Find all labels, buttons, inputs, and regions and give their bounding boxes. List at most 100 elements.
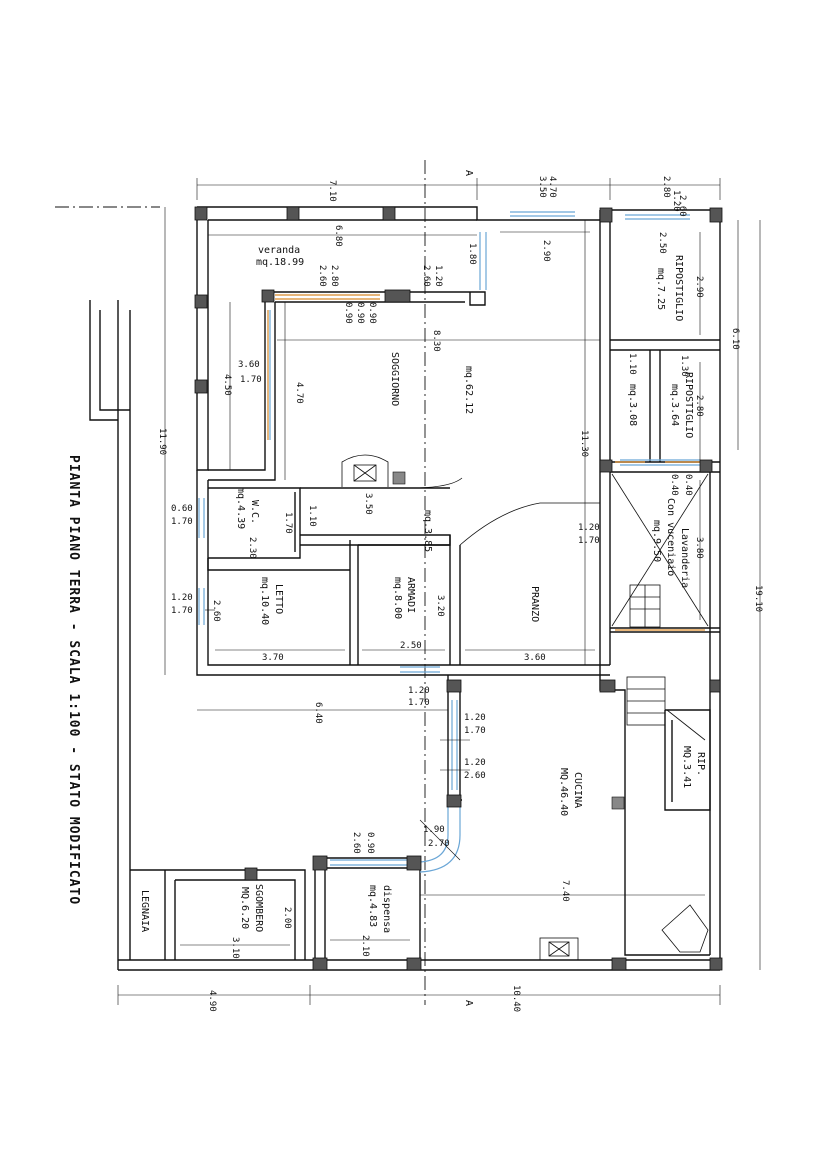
dimension-label: 2.60	[677, 195, 687, 217]
dimension-label: 2.80	[329, 265, 339, 287]
dimension-label: 2.60	[211, 600, 221, 622]
dimension-label: 1.10	[307, 505, 317, 527]
dimension-label: 2.00	[282, 907, 292, 929]
room-area-letto: mq.10.40	[259, 577, 270, 625]
dimension-label: 0.40	[669, 474, 679, 496]
dimension-label: 1.10	[627, 353, 637, 375]
dimension-label: 2.50	[657, 232, 667, 254]
room-area-cucina: MQ.46.40	[558, 768, 569, 816]
section-marker-top: A	[463, 170, 474, 176]
dimension-label: 4.90	[207, 990, 217, 1012]
dimension-label: 1.20	[408, 686, 430, 696]
room-area-rip: MQ.3.41	[681, 746, 692, 788]
dimension-label: 2.90	[541, 240, 551, 262]
room-labels: veranda mq.18.99 SOGGIORNO mq.62.12 RIPO…	[139, 245, 706, 933]
dimension-label: 2.60	[464, 771, 486, 781]
dimension-label: 19.10	[753, 585, 763, 612]
dimension-lines	[117, 178, 761, 1005]
dimension-label: 1.70	[408, 698, 430, 708]
dimension-label: 3.10	[230, 937, 240, 959]
dimension-label: 1.70	[171, 517, 193, 527]
dimension-label: 0.90	[367, 302, 377, 324]
dimension-label: 11.30	[579, 430, 589, 457]
dimension-label: 4.70	[294, 382, 304, 404]
dimension-label: 3.60	[524, 653, 546, 663]
dimension-label: 0.90	[365, 832, 375, 854]
room-name-soggiorno: SOGGIORNO	[389, 352, 400, 406]
dimension-label: 7.10	[327, 180, 337, 202]
dimension-label: 2.60	[317, 265, 327, 287]
dimension-label: 4.50	[222, 374, 232, 396]
dimension-label: 3.80	[694, 537, 704, 559]
room-name-dispensa: dispensa	[381, 885, 392, 933]
dimension-label: 1.70	[283, 512, 293, 534]
dimension-label: 0.40	[683, 474, 693, 496]
dimension-label: 2.70	[428, 839, 450, 849]
dimension-label: 2.50	[400, 641, 422, 651]
dimension-label: 1.70	[464, 726, 486, 736]
room-name-wc: W.C.	[249, 500, 260, 524]
room-name-letto: LETTO	[273, 584, 284, 614]
room-name-pranzo: PRANZO	[529, 586, 540, 622]
dimension-label: 10.40	[511, 985, 521, 1012]
room-area-armadi: mq.8.00	[392, 577, 403, 619]
dimension-label: 1.20	[433, 265, 443, 287]
room-area-small: mq.3.08	[627, 384, 638, 426]
room-area-soggiorno: mq.62.12	[463, 366, 474, 414]
pillars	[194, 206, 723, 971]
room-name-armadi: ARMADI	[405, 577, 416, 613]
dimension-label: 2.10	[360, 935, 370, 957]
dimension-label: 8.30	[431, 330, 441, 352]
dimension-label: 1.20	[578, 523, 600, 533]
dimension-label: 0.90	[355, 302, 365, 324]
dimension-label: 0.60	[171, 504, 193, 514]
dimension-label: 3.60	[238, 360, 260, 370]
dimension-label: 11.90	[157, 428, 167, 455]
dimension-label: 1.20	[464, 758, 486, 768]
plan-title: PIANTA PIANO TERRA - SCALA 1:100 - STATO…	[66, 455, 81, 905]
dimension-label: 6.40	[313, 702, 323, 724]
kitchen-curved-window-inner	[419, 800, 461, 873]
room-area-ripostiglio-2: mq.3.64	[669, 384, 680, 426]
dimension-label: 2.60	[421, 265, 431, 287]
dimension-label: 6.80	[333, 225, 343, 247]
dimension-label: 1.70	[240, 375, 262, 385]
dimension-label: 0.90	[343, 302, 353, 324]
section-marker-bottom: A	[463, 1000, 474, 1006]
dimension-label: 7.40	[560, 880, 570, 902]
room-name-cucina: CUCINA	[572, 772, 583, 808]
dimension-label: 2.60	[351, 832, 361, 854]
room-name-rip: RIP.	[695, 752, 706, 776]
dimension-label: 1.70	[578, 536, 600, 546]
room-area-lavanderia: mq.9.50	[651, 520, 662, 562]
dimension-label: 3.70	[262, 653, 284, 663]
windows	[198, 211, 700, 866]
interior-walls	[130, 291, 720, 960]
dimension-label: 2.90	[694, 276, 704, 298]
dimension-label: 2.30	[247, 537, 257, 559]
room-area-sgombero: MQ.6.20	[239, 887, 250, 929]
dimension-label: 4.70	[547, 176, 557, 198]
dimension-label: 3.50	[537, 176, 547, 198]
dimension-label: 1.20	[464, 713, 486, 723]
room-name-veranda: veranda	[258, 245, 300, 256]
room-area-dispensa: mq.4.83	[367, 885, 378, 927]
room-area-veranda: mq.18.99	[256, 257, 304, 268]
doors	[267, 294, 705, 631]
dimension-label: 1.80	[467, 243, 477, 265]
room-name-legnaia: LEGNAIA	[139, 890, 150, 932]
room-note-lavanderia: Con vuceniaio	[665, 498, 676, 576]
room-name-lavanderia: Lavanderia	[679, 528, 690, 588]
dimension-label: 1.30	[679, 355, 689, 377]
dimension-label: 1.90	[423, 825, 445, 835]
room-area-wc: mq.4.39	[235, 487, 246, 529]
dimension-label: 1.20	[171, 593, 193, 603]
room-area-ripostiglio-1: mq.7.25	[655, 268, 666, 310]
room-name-ripostiglio-1: RIPOSTIGLIO	[673, 255, 684, 321]
room-name-sgombero: SGOMBERO	[253, 884, 264, 932]
room-area-corridor: mq.3.85	[422, 510, 433, 552]
dimension-label: 2.80	[694, 395, 704, 417]
dimension-label: 6.10	[730, 328, 740, 350]
dimension-labels: 7.10 3.50 4.70 2.80 1.20 2.60 6.80 1.80 …	[157, 176, 763, 1012]
